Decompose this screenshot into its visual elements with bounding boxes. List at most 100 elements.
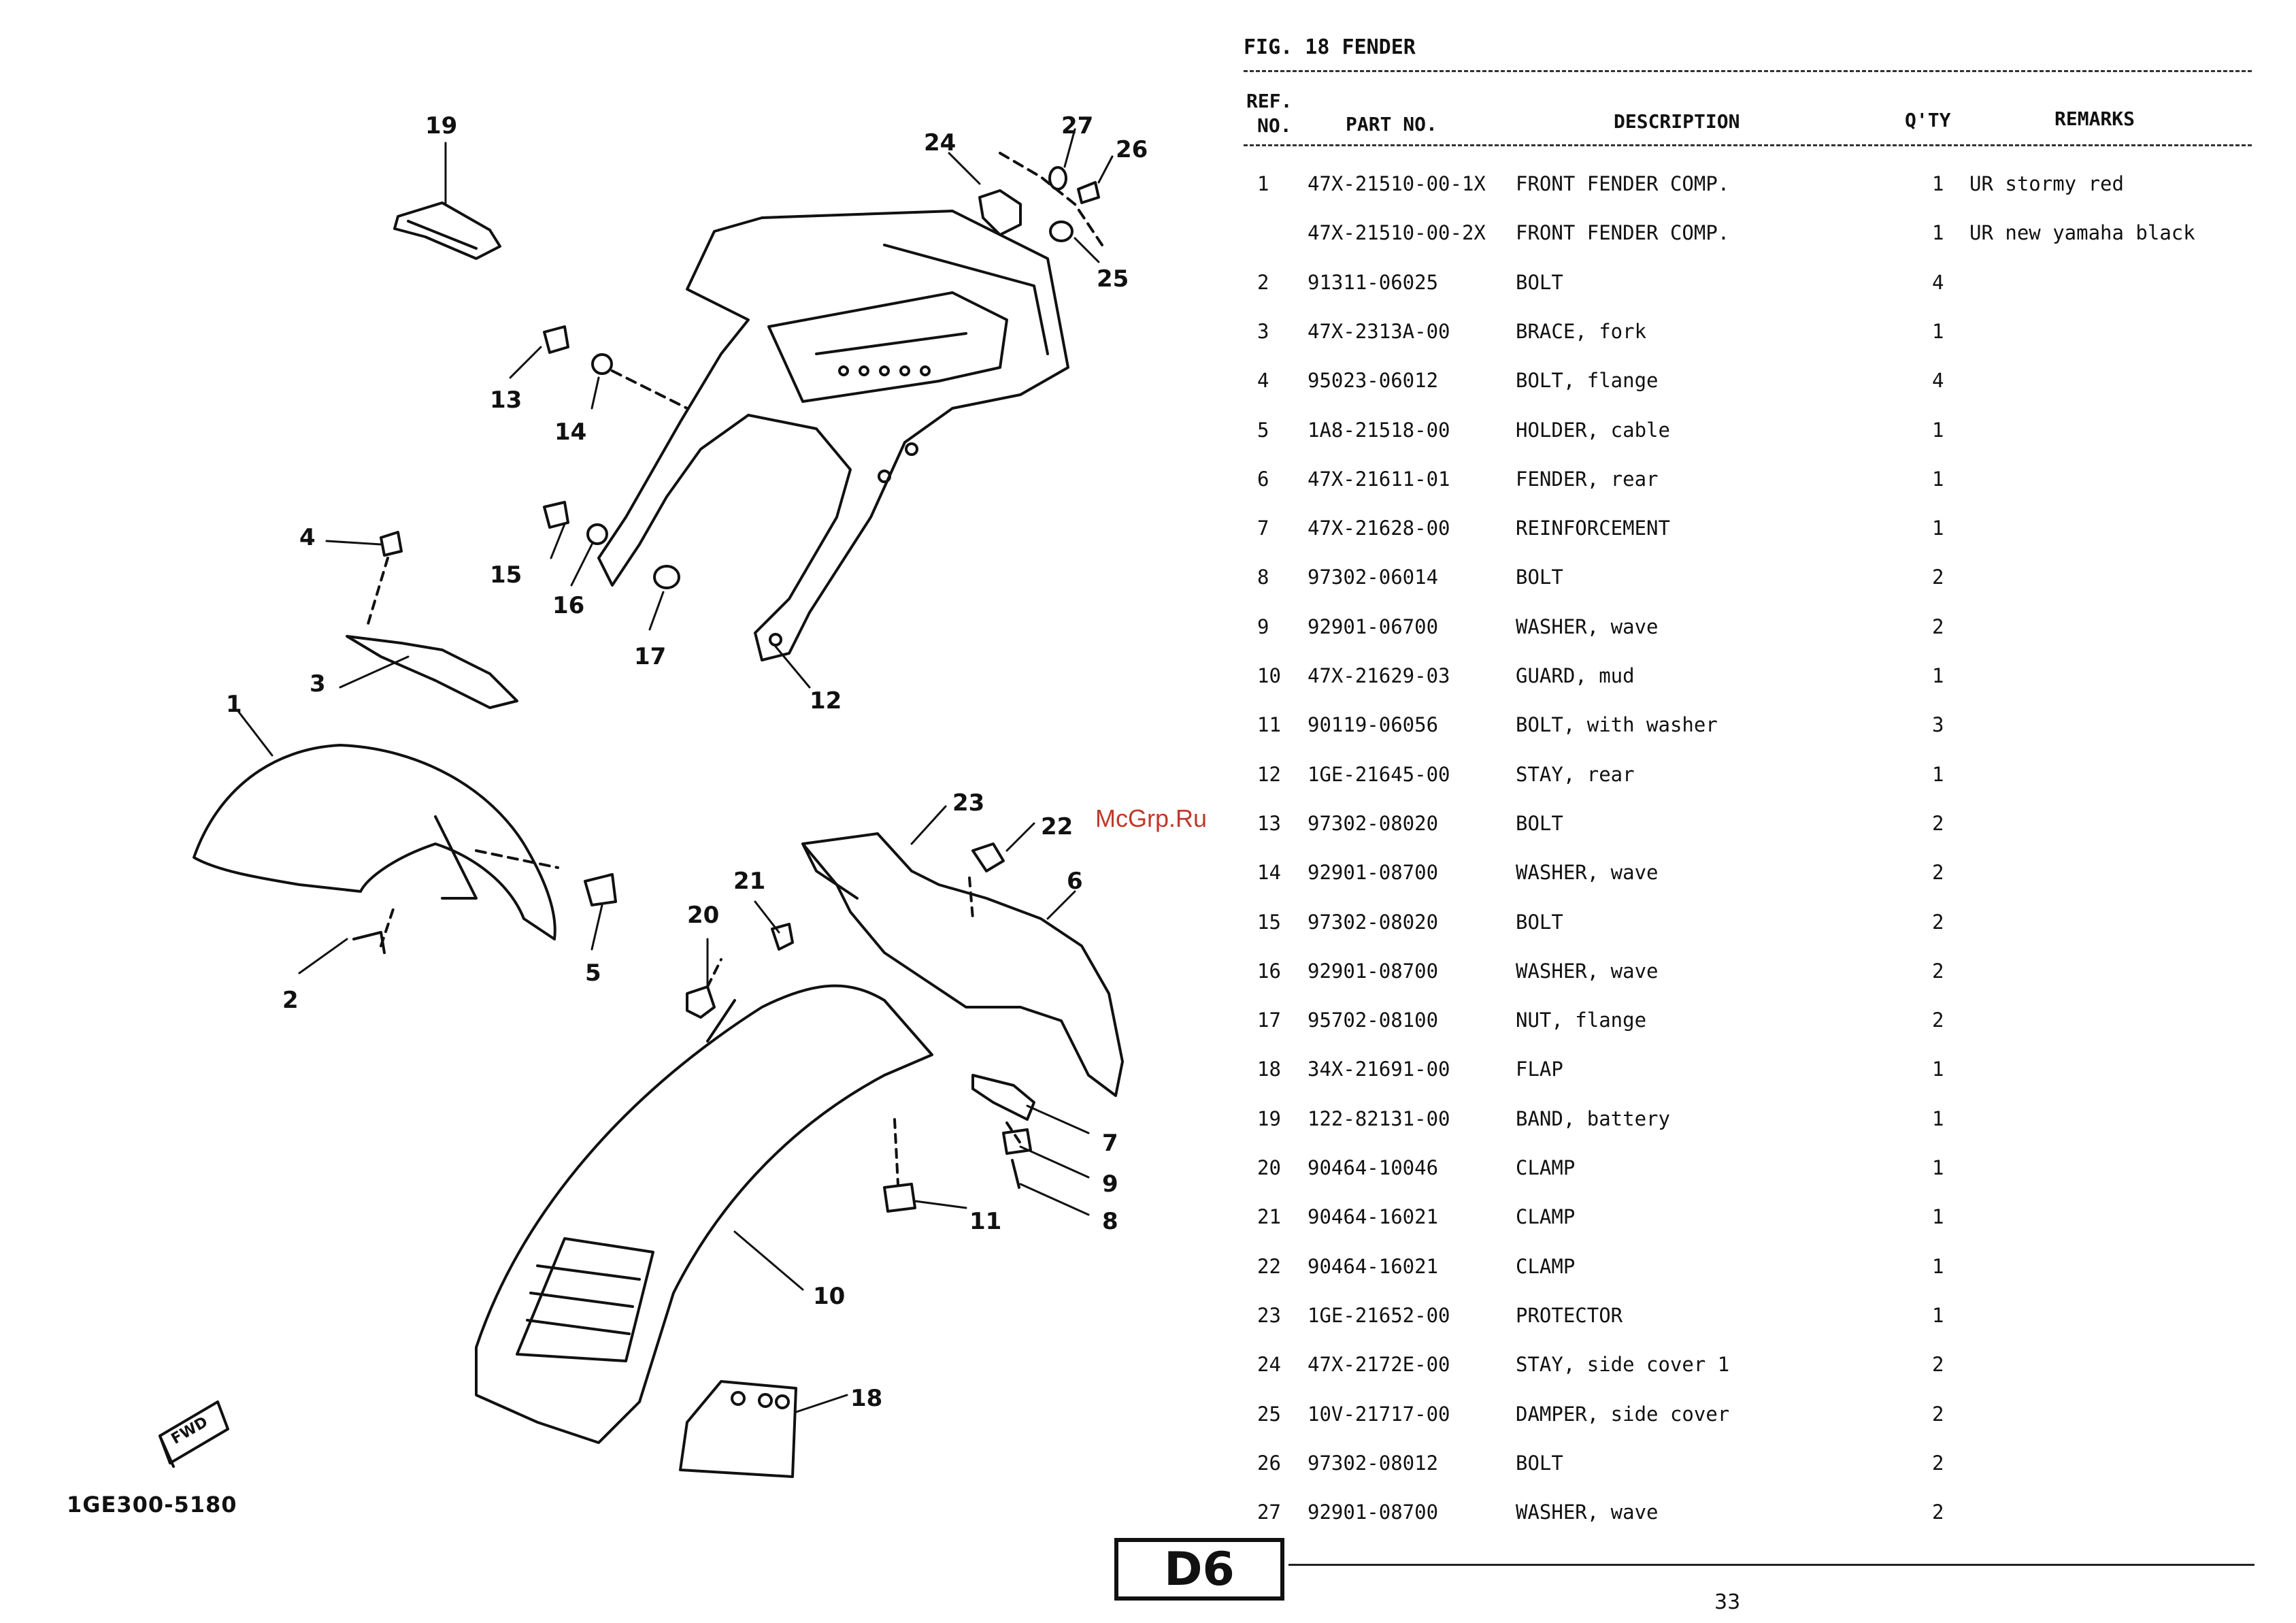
callout-26: 26 [1116, 136, 1148, 163]
front-fender-drawing [193, 744, 617, 954]
cell-ref: 5 [1257, 418, 1269, 442]
cell-qty: 1 [1932, 418, 1944, 442]
cell-description: CLAMP [1516, 1156, 1576, 1179]
cell-part-no: 1GE-21652-00 [1308, 1303, 1450, 1327]
cell-qty: 2 [1932, 1402, 1944, 1426]
callout-21: 21 [733, 868, 766, 895]
cell-description: BOLT [1516, 910, 1563, 934]
cell-description: FRONT FENDER COMP. [1516, 172, 1730, 195]
cell-ref: 6 [1257, 467, 1269, 491]
header-part-no: PART NO. [1346, 113, 1437, 135]
cell-description: BRACE, fork [1516, 319, 1647, 343]
leader-lines [237, 128, 1114, 1413]
cell-ref: 17 [1257, 1009, 1281, 1032]
cell-ref: 23 [1257, 1303, 1281, 1327]
rear-frame-drawing [597, 210, 1069, 661]
cell-qty: 2 [1932, 614, 1944, 638]
cell-ref: 15 [1257, 910, 1281, 934]
callout-3: 3 [310, 670, 326, 698]
fwd-arrow-icon [159, 1400, 229, 1468]
cell-part-no: 90464-16021 [1308, 1254, 1439, 1278]
diagram-code: 1GE300-5180 [67, 1492, 237, 1518]
header-remarks: REMARKS [2054, 108, 2135, 130]
cell-ref: 10 [1257, 664, 1281, 687]
cell-ref: 25 [1257, 1402, 1281, 1426]
cell-qty: 1 [1932, 172, 1944, 195]
callout-24: 24 [924, 129, 956, 157]
cell-description: HOLDER, cable [1516, 418, 1670, 442]
fork-brace-drawing [346, 531, 518, 709]
header-ref-line1: REF. [1246, 90, 1293, 112]
cell-part-no: 34X-21691-00 [1308, 1058, 1450, 1081]
cell-part-no: 122-82131-00 [1308, 1106, 1450, 1130]
cell-part-no: 47X-21510-00-1X [1308, 172, 1486, 195]
cell-part-no: 47X-21510-00-2X [1308, 221, 1486, 245]
callout-6: 6 [1067, 868, 1083, 895]
cell-part-no: 97302-08012 [1308, 1451, 1439, 1475]
flap-drawing [679, 1380, 797, 1478]
cell-ref: 20 [1257, 1156, 1281, 1179]
cell-remarks: UR new yamaha black [1969, 221, 2195, 245]
footer-rule [1288, 1564, 2255, 1566]
cell-description: BAND, battery [1516, 1106, 1670, 1130]
callout-15: 15 [490, 561, 522, 589]
callout-10: 10 [813, 1283, 846, 1310]
cell-remarks: UR stormy red [1969, 172, 2124, 195]
cell-qty: 1 [1932, 1106, 1944, 1130]
cell-ref: 16 [1257, 959, 1281, 983]
cell-ref: 12 [1257, 762, 1281, 786]
callout-18: 18 [850, 1385, 883, 1412]
cell-ref: 4 [1257, 369, 1269, 393]
callout-12: 12 [810, 687, 842, 715]
cell-part-no: 95702-08100 [1308, 1009, 1439, 1032]
fender-drawing [159, 128, 1124, 1478]
cell-part-no: 47X-2172E-00 [1308, 1353, 1450, 1377]
cell-description: GUARD, mud [1516, 664, 1635, 687]
cell-part-no: 90464-10046 [1308, 1156, 1439, 1179]
cell-qty: 1 [1932, 1156, 1944, 1179]
cell-description: WASHER, wave [1516, 1501, 1659, 1524]
cell-ref: 11 [1257, 713, 1281, 737]
cell-part-no: 97302-08020 [1308, 811, 1439, 835]
cell-qty: 1 [1932, 319, 1944, 343]
exploded-parts-diagram: 19 27 24 26 25 13 14 4 15 16 17 3 12 1 2… [67, 112, 1148, 1518]
clamps-drawing [686, 923, 794, 1019]
cell-ref: 22 [1257, 1254, 1281, 1278]
callout-23: 23 [952, 789, 985, 817]
callout-4: 4 [299, 524, 316, 551]
cell-part-no: 92901-08700 [1308, 1501, 1439, 1524]
callout-5: 5 [585, 960, 601, 987]
cell-ref: 14 [1257, 861, 1281, 885]
callout-2: 2 [282, 987, 299, 1014]
cell-part-no: 91311-06025 [1308, 270, 1439, 294]
cell-ref: 13 [1257, 811, 1281, 835]
side-cover-stay-drawing [978, 152, 1103, 246]
cell-qty: 1 [1932, 1254, 1944, 1278]
battery-band-drawing [393, 201, 501, 260]
cell-description: CLAMP [1516, 1254, 1576, 1278]
cell-qty: 2 [1932, 1501, 1944, 1524]
cell-part-no: 92901-06700 [1308, 614, 1439, 638]
cell-part-no: 1A8-21518-00 [1308, 418, 1450, 442]
cell-description: WASHER, wave [1516, 959, 1659, 983]
callout-14: 14 [554, 419, 587, 446]
cell-qty: 2 [1932, 1353, 1944, 1377]
cell-part-no: 97302-06014 [1308, 565, 1439, 589]
cell-ref: 18 [1257, 1058, 1281, 1081]
cell-qty: 2 [1932, 959, 1944, 983]
watermark: McGrp.Ru [1095, 804, 1208, 832]
cell-part-no: 47X-21611-01 [1308, 467, 1450, 491]
page-code: D6 [1114, 1538, 1284, 1601]
cell-qty: 1 [1932, 221, 1944, 245]
cell-part-no: 92901-08700 [1308, 959, 1439, 983]
cell-qty: 2 [1932, 1009, 1944, 1032]
cell-ref: 21 [1257, 1205, 1281, 1229]
bolts-washers-drawing [543, 325, 688, 589]
cell-part-no: 47X-2313A-00 [1308, 319, 1450, 343]
callout-1: 1 [226, 691, 242, 718]
cell-description: BOLT [1516, 811, 1563, 835]
cell-ref: 8 [1257, 565, 1269, 589]
cell-qty: 1 [1932, 1303, 1944, 1327]
cell-ref: 9 [1257, 614, 1269, 638]
cell-part-no: 95023-06012 [1308, 369, 1439, 393]
